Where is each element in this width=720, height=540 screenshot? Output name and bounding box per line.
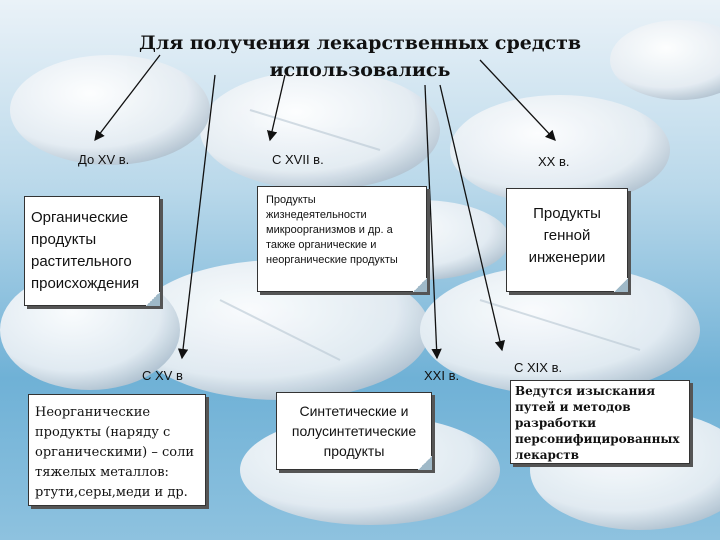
card-inorganic-products: Неорганические продукты (наряду с органи…: [28, 394, 206, 506]
card-inorganic-text: Неорганические продукты (наряду с органи…: [35, 405, 195, 500]
card-synthetic-products: Синтетические и полусинтетические продук…: [276, 392, 432, 470]
era-20: XX в.: [538, 154, 570, 169]
page-fold-icon: [614, 278, 628, 292]
era-21: XXI в.: [424, 368, 460, 383]
era-from-17: С XVII в.: [272, 152, 324, 167]
page-fold-icon: [413, 278, 427, 292]
page-fold-icon: [418, 456, 432, 470]
card-microbe-products: Продукты жизнедеятельности микроорганизм…: [257, 186, 427, 292]
era-from-19: С XIX в.: [514, 360, 563, 375]
card-synthetic-text: Синтетические и полусинтетические продук…: [291, 403, 417, 459]
card-personalized: Ведутся изыскания путей и методов разраб…: [510, 380, 690, 464]
card-genetic-text: Продукты генной инженерии: [528, 205, 606, 266]
card-plant-products: Органические продукты растительного прои…: [24, 196, 160, 306]
card-genetic-products: Продукты генной инженерии: [506, 188, 628, 292]
era-from-15: С XV в: [142, 368, 183, 383]
card-microbe-text: Продукты жизнедеятельности микроорганизм…: [266, 194, 398, 266]
era-before-15: До XV в.: [78, 152, 130, 167]
page-fold-icon: [146, 292, 160, 306]
card-plant-text: Органические продукты растительного прои…: [31, 209, 140, 292]
card-personalized-text: Ведутся изыскания путей и методов разраб…: [515, 384, 680, 462]
page-title: Для получения лекарственных средств испо…: [138, 32, 582, 81]
